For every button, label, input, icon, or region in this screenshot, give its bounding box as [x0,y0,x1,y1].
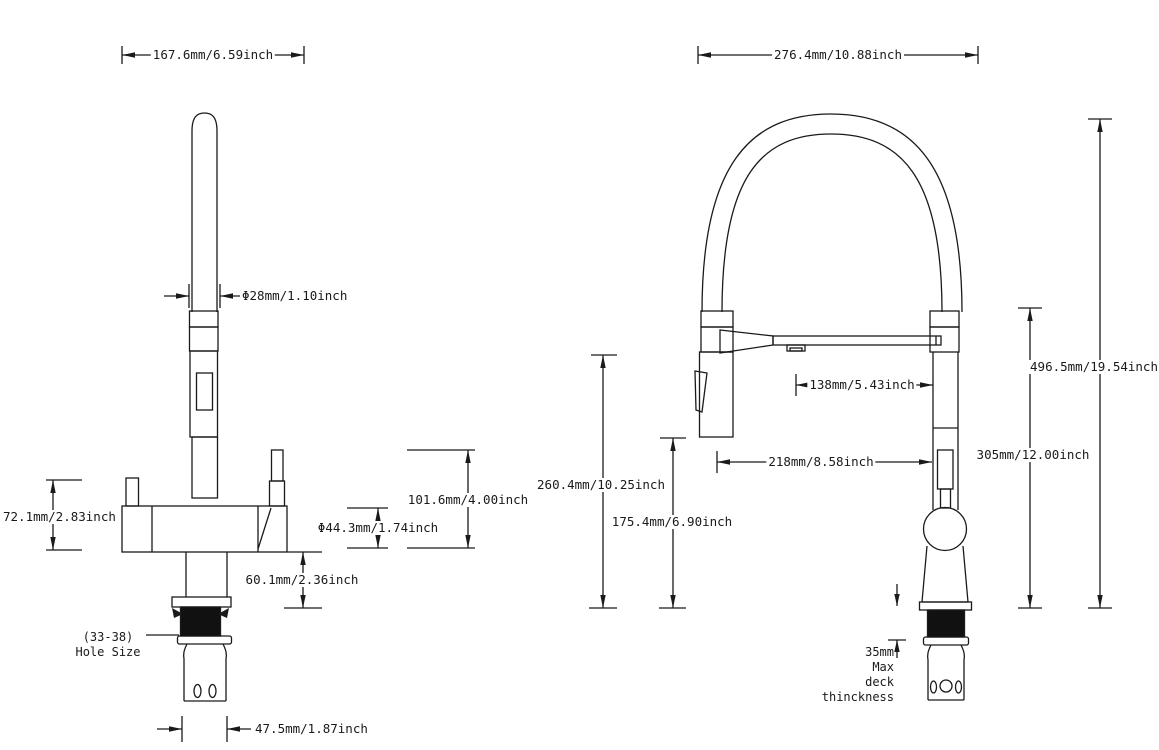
hose-hole-c [954,680,963,694]
dim-label-hose-end-height: 260.4mm/10.25inch [535,477,667,492]
lock-nut [176,635,233,645]
cross-body [121,505,288,553]
side-handle-lever [936,449,954,490]
column-collar-lower [929,326,960,353]
right-handle-cone-line [257,507,272,550]
right-handle-lever [270,449,284,482]
housing-window [195,372,214,411]
hole-size-note: (33-38) Hole Size [68,630,148,660]
deck-flange-side [918,601,973,611]
dim-label-column-height: 305mm/12.00inch [974,447,1092,462]
spring-hose-outer-arc [701,113,963,313]
deck-note-line4: thinckness [821,690,894,704]
dim-label-total-height: 496.5mm/19.54inch [1028,359,1159,374]
spout-collar-lower [188,326,219,352]
right-handle-base [268,480,286,507]
hose-hole-left [193,683,202,699]
hose-hole-right [208,683,217,699]
dim-label-arm-reach: 138mm/5.43inch [807,377,917,392]
support-funnel [719,329,774,354]
ball-joint [922,506,968,552]
side-handle-stem [939,488,952,509]
upper-neck [191,436,219,499]
dimension-arrowheads [50,52,1103,732]
dim-label-body-to-deck: 60.1mm/2.36inch [243,572,361,587]
hole-size-note-line1: (33-38) [82,630,134,644]
spout-tube [191,112,218,312]
hose-connector [182,643,228,702]
arm-clip-inner [789,347,803,352]
hole-size-note-line2: Hole Size [75,645,141,659]
threaded-shank-side [926,609,966,638]
base-cone [921,545,969,603]
dim-label-handle-height: 72.1mm/2.83inch [1,509,118,524]
lock-nut-side [922,636,970,646]
deck-note-line2: Max [872,660,894,674]
max-deck-thickness-note: 35mm Max deck thinckness [818,645,894,705]
right-faucet-outline [694,113,973,701]
deck-flange [171,596,232,608]
support-arm-bar [772,335,942,346]
dim-label-base-width: 47.5mm/1.87inch [253,721,370,736]
spray-trigger [694,370,708,413]
dim-label-spout-clearance: 101.6mm/4.00inch [405,492,531,507]
threaded-shank [179,606,222,637]
dim-label-outlet-height: 175.4mm/6.90inch [609,514,735,529]
dim-label-left-top-width: 167.6mm/6.59inch [150,47,276,62]
left-faucet-outline [121,112,288,702]
spray-head-body [698,351,734,438]
spring-hose-inner-arc [721,133,943,313]
deck-note-line3: deck [865,675,894,689]
spout-collar-upper [188,310,219,328]
deck-note-line1: 35mm [865,645,894,659]
hose-connector-side [926,644,966,701]
hose-hole-b [939,679,953,693]
dim-label-right-top-width: 276.4mm/10.88inch [772,47,904,62]
column-collar-upper [929,310,960,328]
dim-label-spout-diameter: Φ28mm/1.10inch [240,288,350,303]
hose-hole-a [929,680,938,694]
dim-label-body-diameter: Φ44.3mm/1.74inch [315,520,441,535]
cartridge-housing [189,350,219,438]
spray-collar-upper [700,310,734,328]
left-handle-lever [125,477,140,507]
dim-label-spout-reach: 218mm/8.58inch [766,454,876,469]
